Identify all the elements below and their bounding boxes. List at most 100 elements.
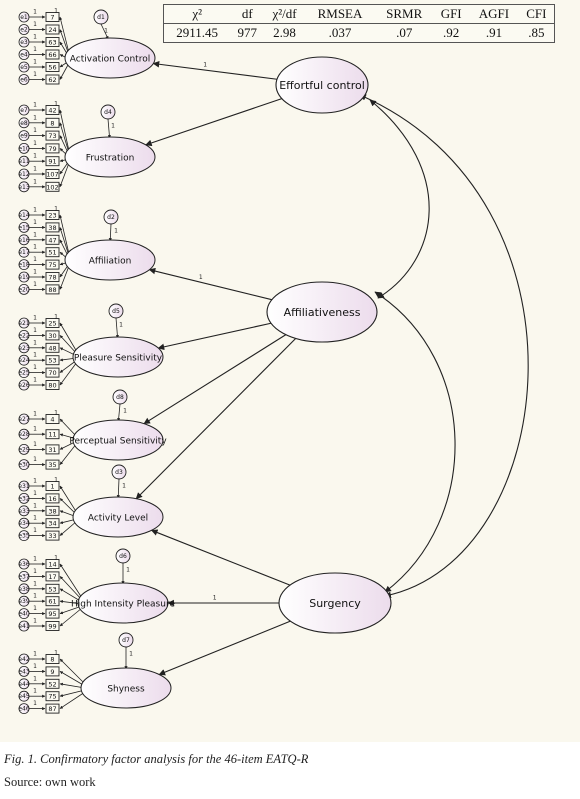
fit-value-srmr: .07: [396, 25, 413, 40]
factor-loading: [59, 122, 70, 154]
factor-loading: [59, 691, 86, 709]
factor-label: Surgency: [309, 597, 361, 610]
item-box: [45, 678, 60, 689]
disturbance-term: [100, 104, 116, 120]
latent-label: Activation Control: [70, 55, 150, 65]
fixed-loading-label: 1: [54, 477, 58, 484]
item-box: [45, 691, 60, 702]
error-label: e45: [18, 693, 30, 700]
item-box: [45, 222, 60, 233]
error-label: e16: [18, 237, 30, 244]
fixed-loading-label: 1: [33, 675, 37, 682]
item-label: 25: [48, 320, 56, 328]
item-box: [45, 318, 60, 328]
error-label: e24: [18, 357, 30, 364]
factor-label: Affiliativeness: [284, 306, 361, 319]
item-box: [45, 414, 60, 424]
error-label: e40: [18, 611, 30, 618]
error-term: [18, 11, 30, 23]
structural-path: [150, 529, 291, 586]
fixed-loading-label: 1: [33, 207, 37, 214]
fixed-loading-label: 1: [33, 556, 37, 563]
error-term: [18, 259, 30, 271]
fixed-loading-label: 1: [122, 483, 126, 490]
error-term: [18, 168, 30, 180]
item-box: [45, 654, 60, 664]
error-label: e18: [18, 262, 30, 269]
fixed-loading-label: 1: [33, 166, 37, 173]
error-label: e10: [18, 145, 30, 152]
error-term: [18, 234, 30, 246]
item-label: 48: [48, 344, 56, 352]
item-box: [45, 621, 60, 631]
error-term: [18, 558, 30, 570]
item-label: 38: [48, 507, 56, 515]
item-label: 88: [48, 286, 56, 294]
fixed-loading-label: 1: [33, 618, 37, 625]
error-label: e12: [18, 171, 30, 178]
fixed-loading-label: 1: [33, 140, 37, 147]
disturbance-term: [118, 632, 134, 648]
item-label: 56: [48, 64, 56, 72]
disturbance-label: d4: [104, 109, 112, 116]
fixed-loading-label: 1: [33, 352, 37, 359]
item-label: 70: [48, 369, 56, 377]
item-box: [45, 272, 60, 282]
disturbance-path: [107, 118, 111, 139]
latent-label: High Intensity Pleasure: [71, 600, 175, 610]
factor-loading: [59, 361, 78, 386]
disturbance-term: [103, 209, 119, 225]
disturbance-term: [111, 464, 127, 480]
disturbance-label: d3: [115, 469, 123, 476]
fit-header-cfi: CFI: [526, 6, 547, 21]
item-box: [45, 24, 60, 35]
item-label: 53: [48, 357, 56, 365]
disturbance-term: [108, 303, 124, 319]
item-label: 38: [48, 224, 56, 232]
fixed-loading-label: 1: [54, 410, 58, 417]
fixed-loading-label: 1: [114, 228, 118, 235]
factor-loading: [59, 335, 78, 355]
item-box: [45, 380, 60, 390]
disturbance-path: [117, 403, 121, 422]
item-box: [45, 234, 60, 245]
error-label: e20: [18, 286, 30, 293]
error-label: e5: [20, 64, 28, 71]
fixed-loading-label: 1: [54, 8, 58, 15]
factor-ellipse: [266, 281, 378, 343]
fixed-loading-label: 1: [33, 21, 37, 28]
factor-loading: [59, 162, 70, 188]
error-term: [18, 666, 30, 677]
error-label: e36: [18, 561, 30, 568]
disturbance-path: [108, 223, 112, 242]
disturbance-label: d8: [116, 394, 124, 401]
item-label: 78: [48, 274, 56, 282]
item-label: 33: [48, 532, 56, 540]
fixed-loading-label: 1: [33, 102, 37, 109]
item-label: 75: [48, 261, 56, 269]
error-term: [18, 317, 30, 329]
fixed-loading-label: 1: [119, 322, 123, 329]
fixed-loading-label: 1: [54, 314, 58, 321]
fixed-loading-label: 1: [33, 411, 37, 418]
fixed-loading-label: 1: [54, 555, 58, 562]
error-term: [18, 653, 30, 665]
error-label: e46: [18, 706, 30, 713]
error-term: [18, 221, 30, 233]
error-term: [18, 571, 30, 582]
error-term: [18, 181, 30, 193]
latent-ellipse: [77, 582, 169, 624]
latent-ellipse: [64, 37, 156, 79]
fit-value-gfi: .92: [443, 25, 460, 40]
factor-loading: [59, 227, 70, 257]
error-label: e1: [20, 14, 28, 21]
item-label: 30: [48, 332, 56, 340]
latent-ellipse: [80, 667, 172, 709]
fixed-loading-label: 1: [33, 153, 37, 160]
fixed-loading-label: 1: [33, 269, 37, 276]
structural-path: [148, 267, 272, 301]
fixed-loading-label: 1: [33, 231, 37, 238]
item-label: 80: [48, 382, 56, 390]
fixed-loading-label: 1: [33, 178, 37, 185]
